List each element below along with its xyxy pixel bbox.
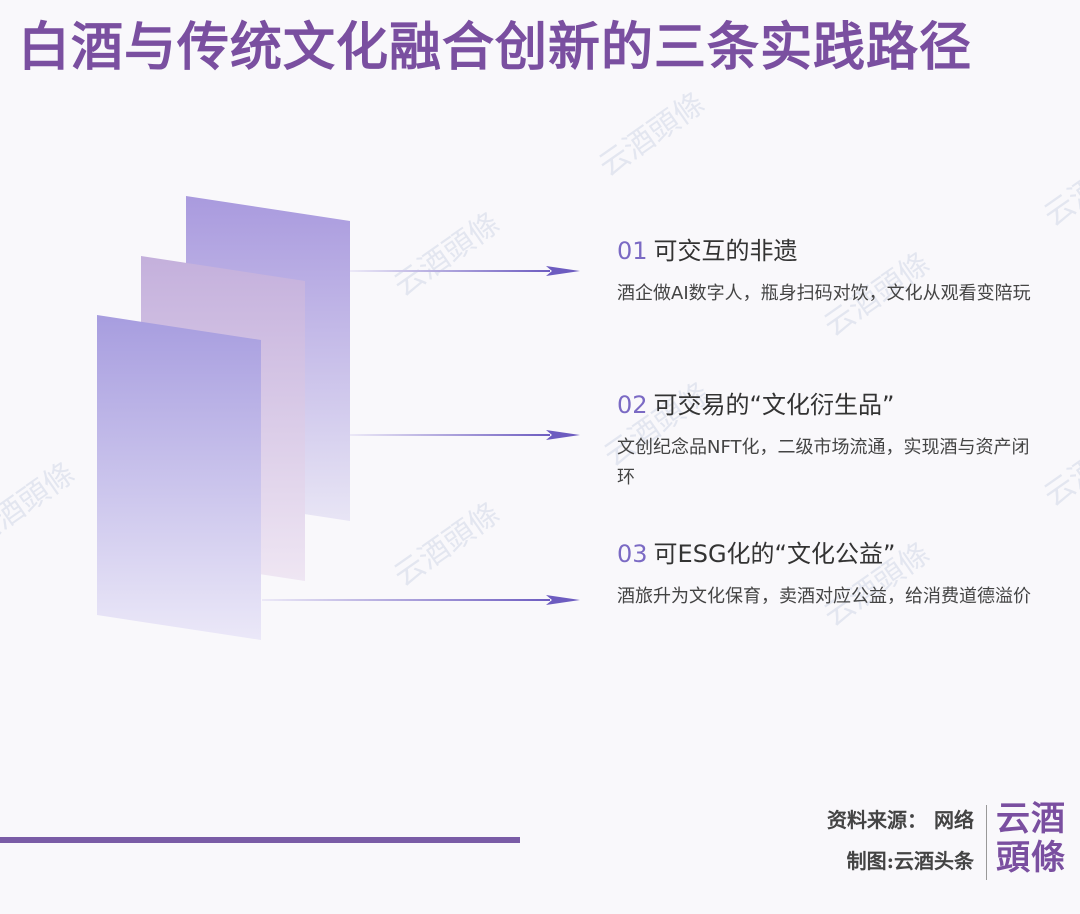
item-title: 可ESG化的“文化公益” bbox=[653, 540, 896, 568]
maker-label: 制图:云酒头条 bbox=[846, 849, 974, 873]
watermark: 云酒頭條 bbox=[1037, 416, 1080, 514]
watermark: 云酒頭條 bbox=[387, 496, 507, 594]
item-number: 01 bbox=[617, 237, 648, 265]
logo-line: 云酒 bbox=[996, 799, 1066, 839]
item-description: 酒企做AI数字人，瓶身扫码对饮，文化从观看变陪玩 bbox=[617, 283, 1031, 305]
item-description: 酒旅升为文化保育，卖酒对应公益，给消费道德溢价 bbox=[617, 586, 1031, 608]
arrow-connector bbox=[262, 592, 582, 612]
watermark: 云酒頭條 bbox=[592, 86, 712, 184]
arrow-connector bbox=[350, 427, 582, 447]
panel-front bbox=[97, 315, 263, 641]
item-number: 03 bbox=[617, 540, 648, 568]
logo-line: 頭條 bbox=[996, 838, 1066, 879]
item-description: 文创纪念品NFT化，二级市场流通，实现酒与资产闭环 bbox=[617, 437, 1030, 488]
arrow-connector bbox=[350, 263, 582, 283]
watermark: 云酒頭條 bbox=[0, 456, 82, 554]
bottom-accent-bar bbox=[0, 837, 520, 843]
watermark: 云酒頭條 bbox=[1037, 136, 1080, 234]
footer-divider bbox=[986, 805, 987, 880]
item-number: 02 bbox=[617, 391, 648, 419]
source-credits: 资料来源： 网络 制图:云酒头条 bbox=[827, 800, 974, 882]
watermark: 云酒頭條 bbox=[387, 206, 507, 304]
source-label: 资料来源： 网络 bbox=[827, 808, 974, 832]
item-title: 可交易的“文化衍生品” bbox=[653, 391, 895, 419]
item-title: 可交互的非遗 bbox=[653, 237, 798, 265]
page-title: 白酒与传统文化融合创新的三条实践路径 bbox=[18, 17, 973, 78]
brand-logo: 云酒 頭條 bbox=[996, 799, 1066, 879]
